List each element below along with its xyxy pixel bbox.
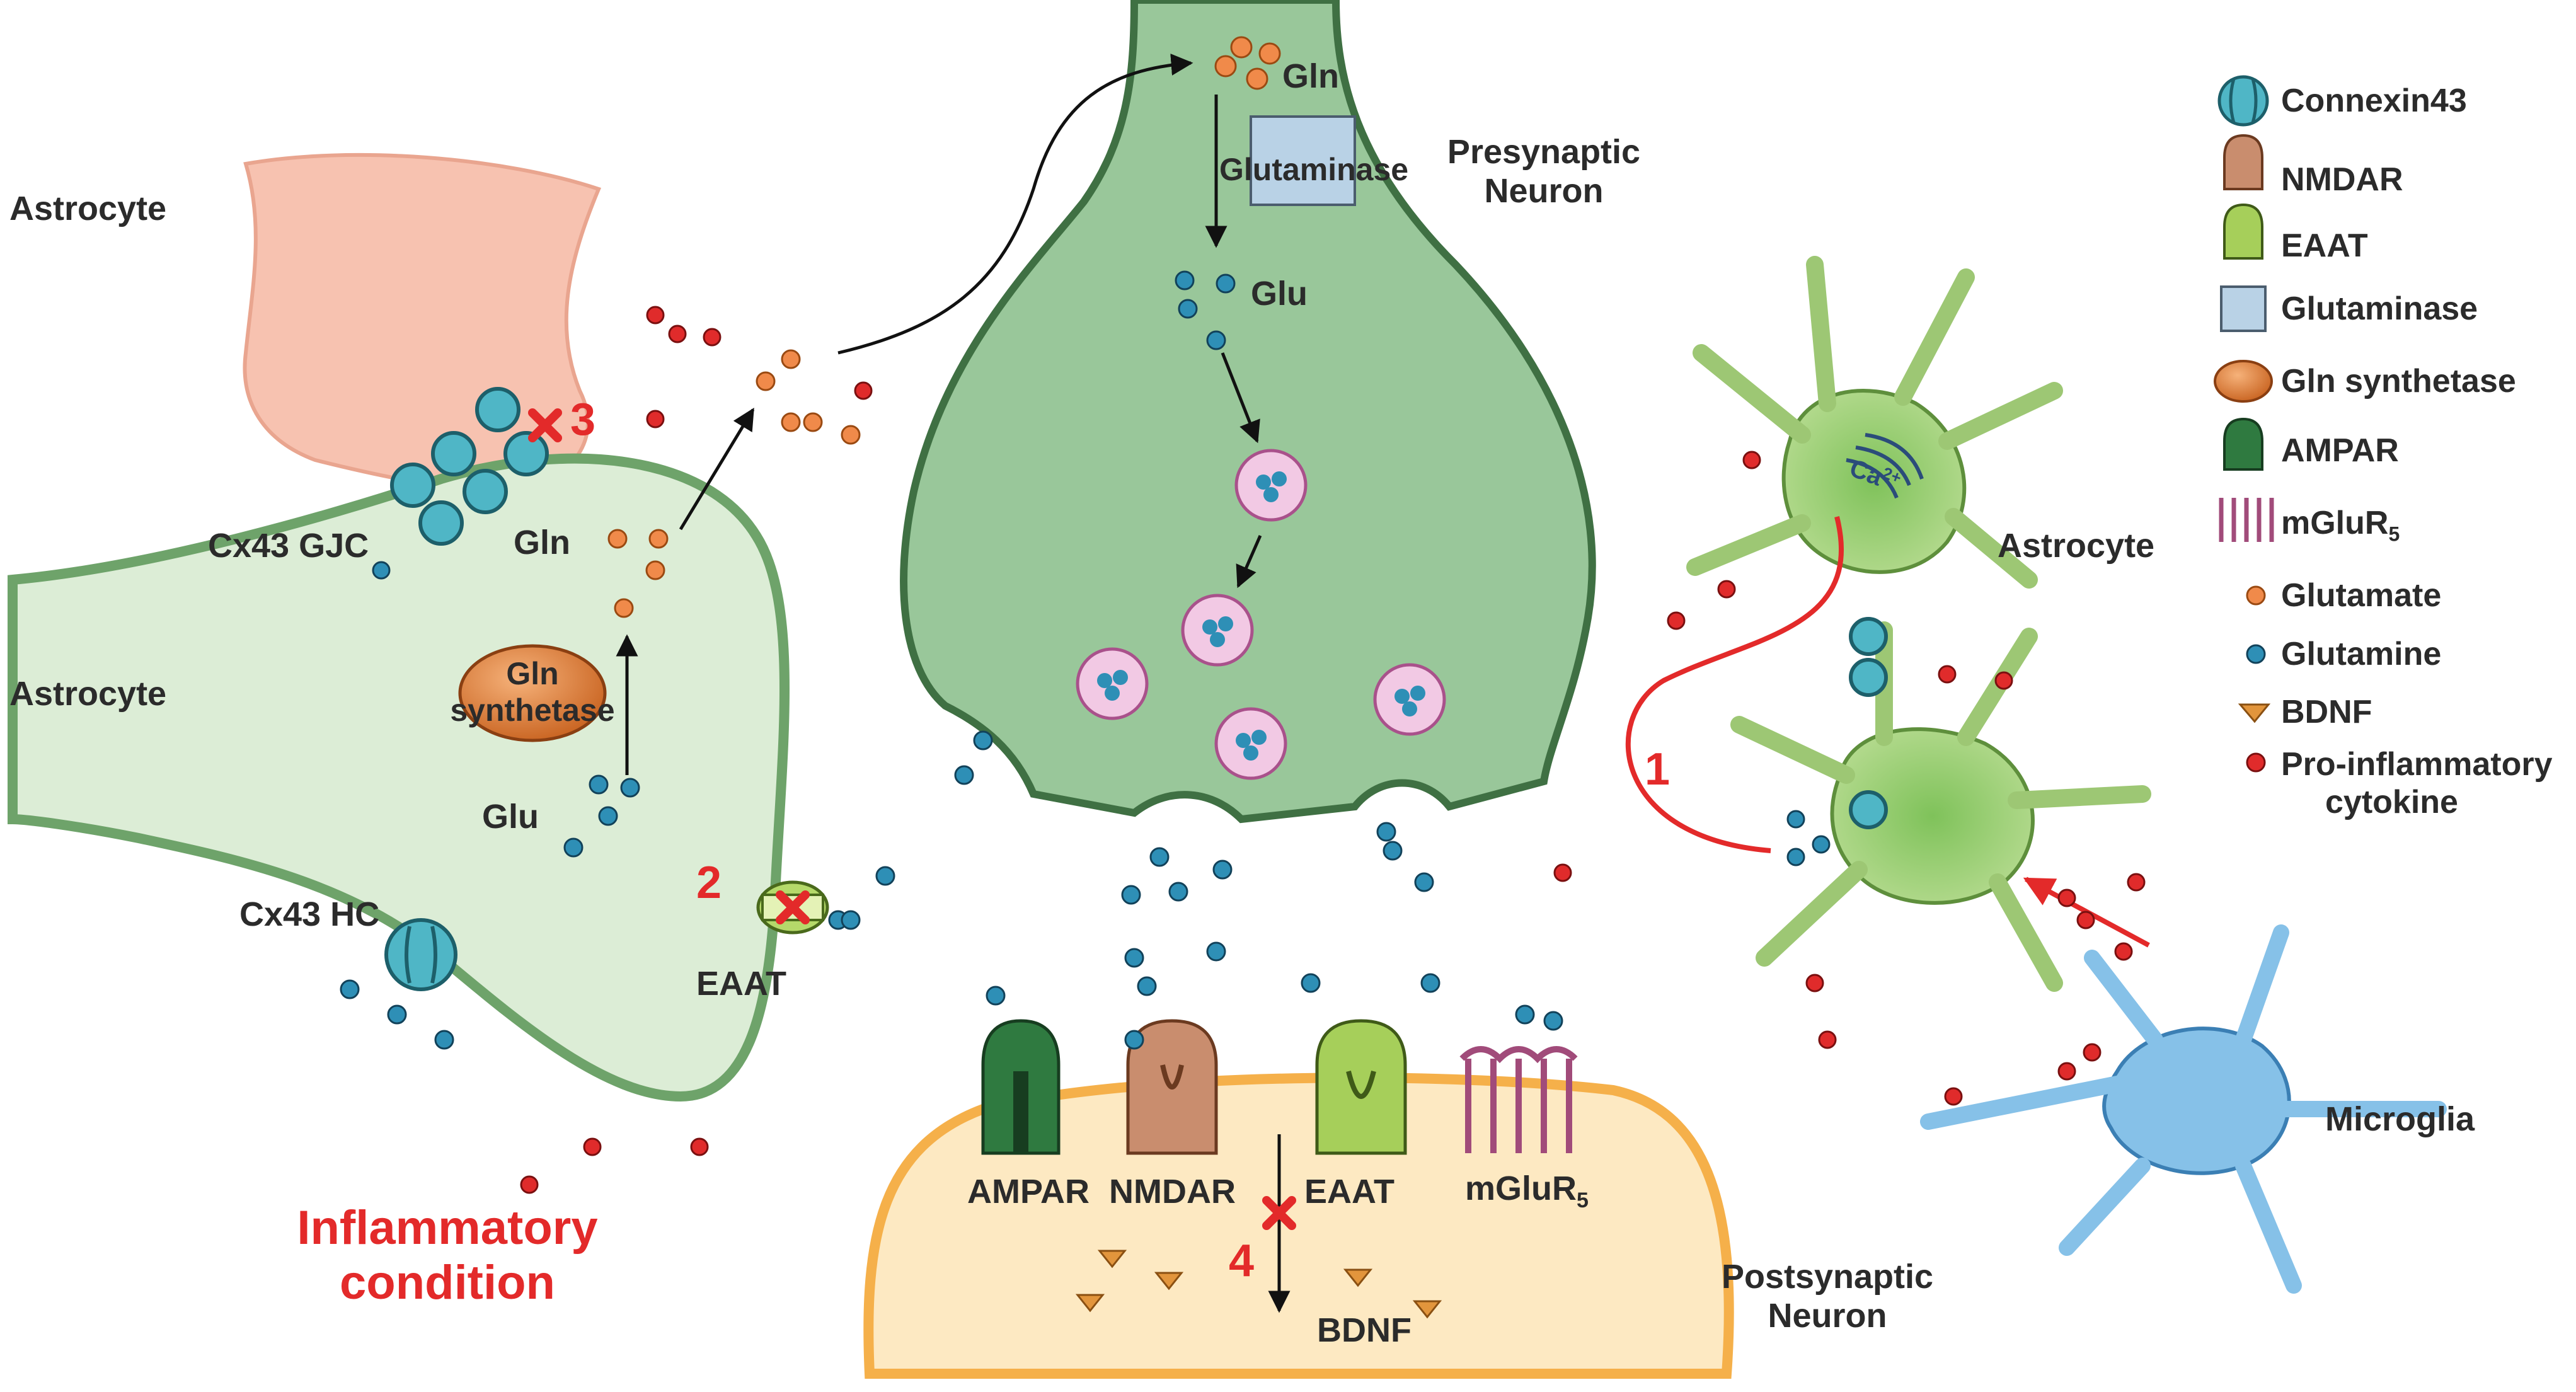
eaat-post-receptor <box>1315 1019 1407 1155</box>
postsynaptic-line1: Postsynaptic <box>1721 1258 1934 1296</box>
marker-2: 2 <box>696 858 722 908</box>
mglur5-receptor <box>1459 1046 1578 1153</box>
x-mark-2 <box>776 890 810 924</box>
arrow-gln-out <box>679 408 755 531</box>
legend-glutamine: Glutamine <box>2281 636 2442 672</box>
astrocyte-right-bottom <box>1730 621 2151 992</box>
marker-4: 4 <box>1229 1236 1255 1286</box>
label-gln-top: Gln <box>1282 57 1339 95</box>
legend-mglur5: mGluR5 <box>2281 504 2400 546</box>
label-cx43-hc: Cx43 HC <box>239 895 380 933</box>
ampar-receptor <box>981 1019 1061 1155</box>
presynaptic-line2: Neuron <box>1484 172 1604 210</box>
label-astrocyte-mid: Astrocyte <box>9 675 167 713</box>
glutaminase-box <box>1250 115 1356 206</box>
astrocyte-right-top <box>1686 256 2063 589</box>
label-eaat-post: EAAT <box>1304 1173 1394 1211</box>
label-nmdar: NMDAR <box>1109 1173 1236 1211</box>
gln-synthetase-enzyme <box>458 644 607 742</box>
marker-3: 3 <box>570 394 596 445</box>
x-mark-3 <box>528 408 562 442</box>
label-gln-synthetase: Gln synthetase <box>441 655 624 728</box>
microglia-cell <box>1920 924 2447 1294</box>
vesicle-contents <box>1097 471 1425 761</box>
label-glu-top: Glu <box>1251 275 1308 313</box>
gln-synthetase-line2: synthetase <box>450 693 615 728</box>
label-astrocyte-top: Astrocyte <box>9 190 167 227</box>
label-inflammatory-condition: Inflammatory condition <box>265 1200 630 1310</box>
label-mglur5: mGluR5 <box>1465 1169 1589 1213</box>
label-cx43-gjc: Cx43 GJC <box>208 527 369 565</box>
cx43-hemichannel <box>384 918 457 991</box>
legend-mglur5-text: mGluR <box>2281 505 2389 541</box>
glutamine-dots <box>340 270 1831 1050</box>
presynaptic-neuron <box>900 0 1596 824</box>
label-eaat-left: EAAT <box>696 965 786 1003</box>
label-ampar: AMPAR <box>967 1173 1090 1211</box>
presynaptic-line1: Presynaptic <box>1447 133 1641 171</box>
mglur5-text: mGluR <box>1465 1170 1577 1207</box>
arrow-glu-to-vesicle <box>1221 352 1260 444</box>
postsynaptic-line2: Neuron <box>1768 1297 1887 1335</box>
legend-icons <box>2214 75 2274 773</box>
glutamate-dots <box>607 36 1281 618</box>
legend-connexin43: Connexin43 <box>2281 83 2467 119</box>
legend-cytokine-line1: Pro-inflammatory <box>2281 746 2553 783</box>
astrocyte-top <box>243 152 602 492</box>
marker-1: 1 <box>1645 744 1670 795</box>
legend-glutaminase: Glutaminase <box>2281 290 2478 327</box>
synaptic-vesicles <box>1076 449 1446 780</box>
arrow-vesicle-release <box>1236 534 1262 589</box>
cytokine-dots <box>520 306 2146 1194</box>
astrocyte-mid <box>7 453 790 1102</box>
bdnf-triangles <box>1075 1250 1442 1319</box>
legend-mglur5-sub: 5 <box>2388 522 2400 546</box>
label-glu-left: Glu <box>482 798 539 836</box>
label-microglia: Microglia <box>2325 1100 2475 1138</box>
inflammatory-line1: Inflammatory <box>297 1201 598 1255</box>
label-postsynaptic: Postsynaptic Neuron <box>1714 1257 1941 1335</box>
legend-eaat: EAAT <box>2281 227 2368 264</box>
mglur5-sub: 5 <box>1577 1188 1589 1212</box>
label-glutaminase: Glutaminase <box>1219 152 1409 187</box>
cx43-gap-junction <box>390 387 549 546</box>
legend-cytokine: Pro-inflammatory cytokine <box>2281 745 2553 821</box>
label-presynaptic: Presynaptic Neuron <box>1437 132 1651 210</box>
arrow-gln-to-presynaptic <box>837 53 1193 355</box>
gln-synthetase-line1: Gln <box>506 656 559 691</box>
x-mark-4 <box>1262 1196 1296 1230</box>
legend-ampar: AMPAR <box>2281 432 2399 469</box>
legend-gln-synthetase: Gln synthetase <box>2281 363 2516 400</box>
legend-glutamate: Glutamate <box>2281 577 2442 614</box>
label-gln-left: Gln <box>514 524 570 561</box>
red-bracket-1 <box>1625 516 1844 853</box>
inflammatory-line2: condition <box>340 1256 555 1309</box>
legend-cytokine-line2: cytokine <box>2325 784 2458 820</box>
legend-bdnf: BDNF <box>2281 694 2372 730</box>
label-bdnf: BDNF <box>1317 1311 1412 1349</box>
label-astrocyte-right: Astrocyte <box>1998 527 2155 565</box>
legend-nmdar: NMDAR <box>2281 161 2403 198</box>
connexin-right <box>1849 617 1888 829</box>
